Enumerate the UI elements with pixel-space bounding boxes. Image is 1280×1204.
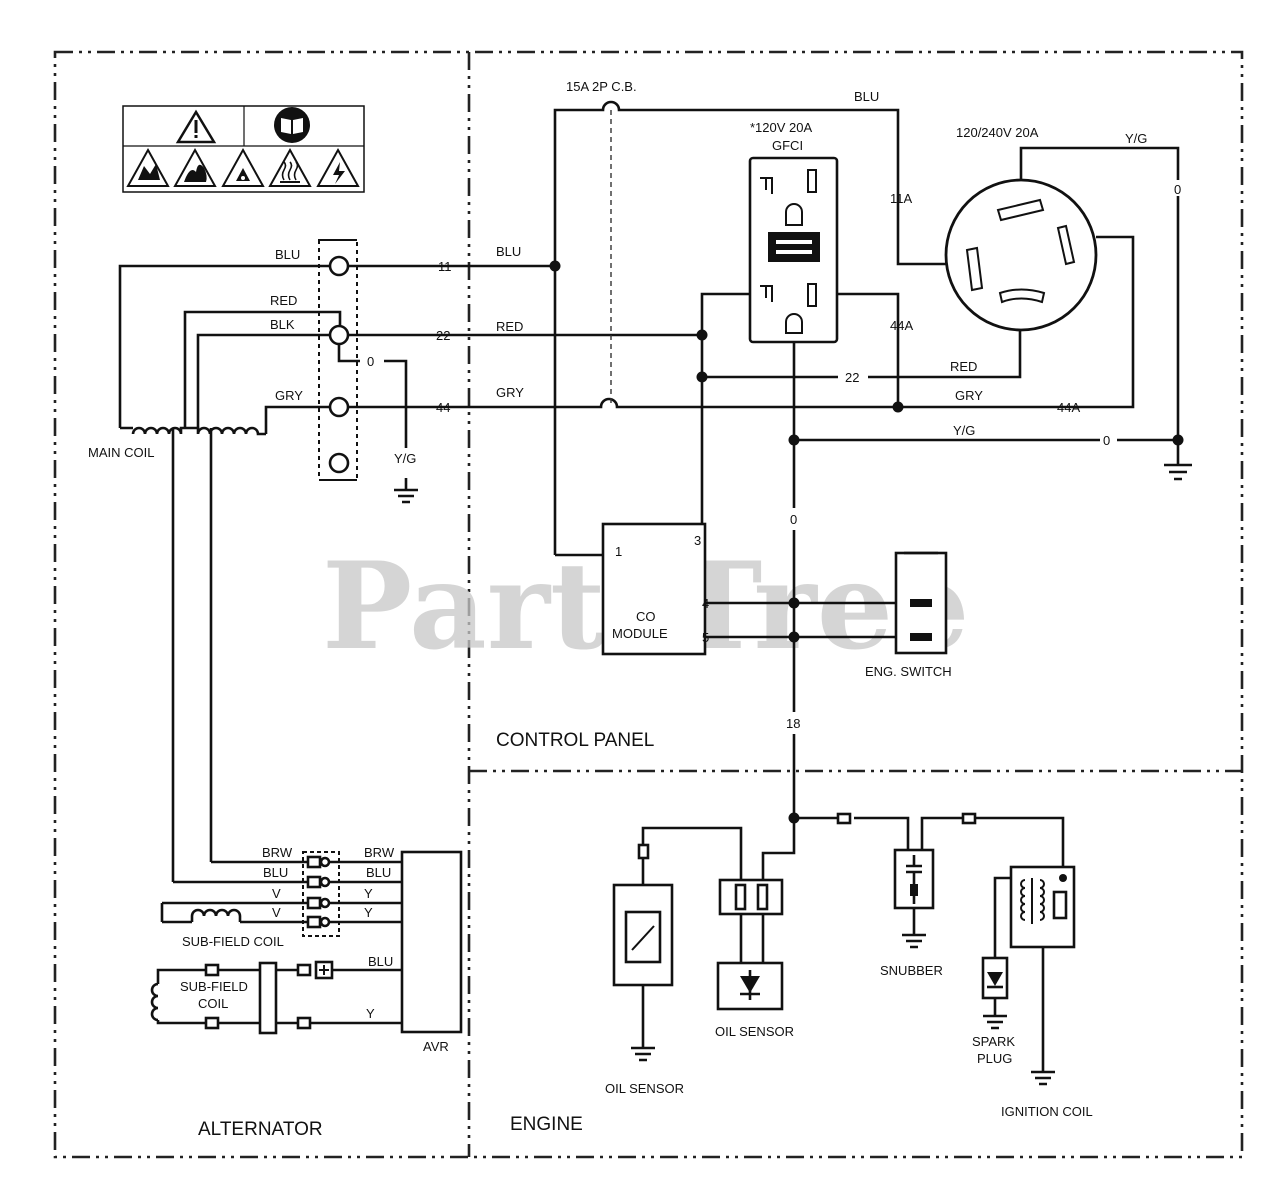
wire-label-yg-alt: Y/G xyxy=(394,451,416,466)
wire-label-yg-ground: Y/G xyxy=(953,423,975,438)
gfci-rating-label: *120V 20A xyxy=(750,120,812,135)
oil-sensor-left: OIL SENSOR xyxy=(605,883,684,1096)
spark-plug: SPARK PLUG xyxy=(972,876,1015,1066)
wire-label-v-2: V xyxy=(272,905,281,920)
wire-number-18: 18 xyxy=(786,716,800,731)
wire-label-red-twist: RED xyxy=(950,359,977,374)
section-borders xyxy=(53,50,1244,1159)
fire-icon xyxy=(173,147,217,187)
control-panel-wires xyxy=(456,100,1192,824)
breaker-label: 15A 2P C.B. xyxy=(566,79,637,94)
co-pin-3: 3 xyxy=(694,533,701,548)
wire-label-gry-alt: GRY xyxy=(275,388,303,403)
wire-label-red-cp: RED xyxy=(496,319,523,334)
wire-label-blu-avr-right: BLU xyxy=(366,865,391,880)
wire-label-y-lower: Y xyxy=(366,1006,375,1021)
gfci-receptacle: *120V 20A GFCI xyxy=(748,120,839,344)
twistlock-receptacle: 120/240V 20A xyxy=(944,125,1098,332)
sub-field-coil-label: SUB-FIELD COIL xyxy=(182,934,284,949)
wire-label-brw-left: BRW xyxy=(262,845,293,860)
wire-number-22: 22 xyxy=(436,328,450,343)
wire-number-0-ground: 0 xyxy=(1103,433,1110,448)
manual-icon xyxy=(274,107,310,143)
wire-label-blu-avr-left: BLU xyxy=(263,865,288,880)
warning-icon xyxy=(175,109,217,144)
wire-number-0-right: 0 xyxy=(1174,182,1181,197)
wire-number-0-co: 0 xyxy=(790,512,797,527)
main-coil: MAIN COIL xyxy=(88,264,342,882)
snubber: SNUBBER xyxy=(880,848,943,978)
wire-label-gry-cp: GRY xyxy=(496,385,524,400)
avr-label: AVR xyxy=(423,1039,449,1054)
shock-hazard-icon xyxy=(221,147,265,187)
wire-label-y-2: Y xyxy=(364,905,373,920)
hot-surface-icon xyxy=(268,147,312,187)
oil-sensor-middle: OIL SENSOR xyxy=(715,878,794,1039)
spark-plug-label-1: SPARK xyxy=(972,1034,1015,1049)
co-module-label-1: CO xyxy=(636,609,656,624)
section-label-control-panel: CONTROL PANEL xyxy=(496,730,654,751)
oil-sensor-middle-label: OIL SENSOR xyxy=(715,1024,794,1039)
wire-label-gry-twist: GRY xyxy=(955,388,983,403)
eng-switch-label: ENG. SWITCH xyxy=(865,664,952,679)
electric-icon xyxy=(316,147,360,187)
wire-label-blu-alt: BLU xyxy=(275,247,300,262)
wire-number-44a-twist: 44A xyxy=(1057,400,1080,415)
snubber-label: SNUBBER xyxy=(880,963,943,978)
avr-connector xyxy=(160,851,402,937)
wire-label-v-1: V xyxy=(272,886,281,901)
ignition-coil: IGNITION COIL xyxy=(1001,865,1093,1119)
section-label-engine: ENGINE xyxy=(510,1114,583,1135)
twistlock-rating-label: 120/240V 20A xyxy=(956,125,1039,140)
co-module: 1 3 4 5 CO MODULE xyxy=(601,522,709,656)
wire-number-11: 11 xyxy=(438,259,452,274)
wire-number-44a: 44A xyxy=(890,318,913,333)
warning-label xyxy=(122,105,365,193)
avr-module: AVR xyxy=(400,850,463,1054)
wire-label-red-alt: RED xyxy=(270,293,297,308)
co-pin-1: 1 xyxy=(615,544,622,559)
wire-number-22-cp: 22 xyxy=(845,370,859,385)
sub-field-coil-2: SUB-FIELD COIL xyxy=(150,960,402,1035)
wire-label-brw-right: BRW xyxy=(364,845,395,860)
section-label-alternator: ALTERNATOR xyxy=(198,1119,323,1140)
wire-label-yg-top: Y/G xyxy=(1125,131,1147,146)
wire-number-0-alt: 0 xyxy=(367,354,374,369)
wire-label-blu-cp: BLU xyxy=(496,244,521,259)
wire-label-y-1: Y xyxy=(364,886,373,901)
gfci-label: GFCI xyxy=(772,138,803,153)
wire-number-11a: 11A xyxy=(890,191,912,206)
sub-field-label-1: SUB-FIELD xyxy=(180,979,248,994)
wire-label-blu-top: BLU xyxy=(854,89,879,104)
ignition-coil-label: IGNITION COIL xyxy=(1001,1104,1093,1119)
co-module-label-2: MODULE xyxy=(612,626,668,641)
main-coil-label: MAIN COIL xyxy=(88,445,154,460)
wire-label-blu-avr-lower: BLU xyxy=(368,954,393,969)
explosion-icon xyxy=(126,147,170,187)
terminal-block: 0 Y/G xyxy=(318,239,456,504)
ground-icon xyxy=(394,478,418,504)
engine-wires xyxy=(637,812,1065,885)
co-pin-5: 5 xyxy=(702,630,709,645)
spark-plug-label-2: PLUG xyxy=(977,1051,1012,1066)
sub-field-label-2: COIL xyxy=(198,996,228,1011)
wire-label-blk-alt: BLK xyxy=(270,317,295,332)
oil-sensor-left-label: OIL SENSOR xyxy=(605,1081,684,1096)
co-pin-4: 4 xyxy=(702,596,709,611)
engine-switch: ENG. SWITCH xyxy=(865,551,952,679)
wire-number-44: 44 xyxy=(436,400,450,415)
